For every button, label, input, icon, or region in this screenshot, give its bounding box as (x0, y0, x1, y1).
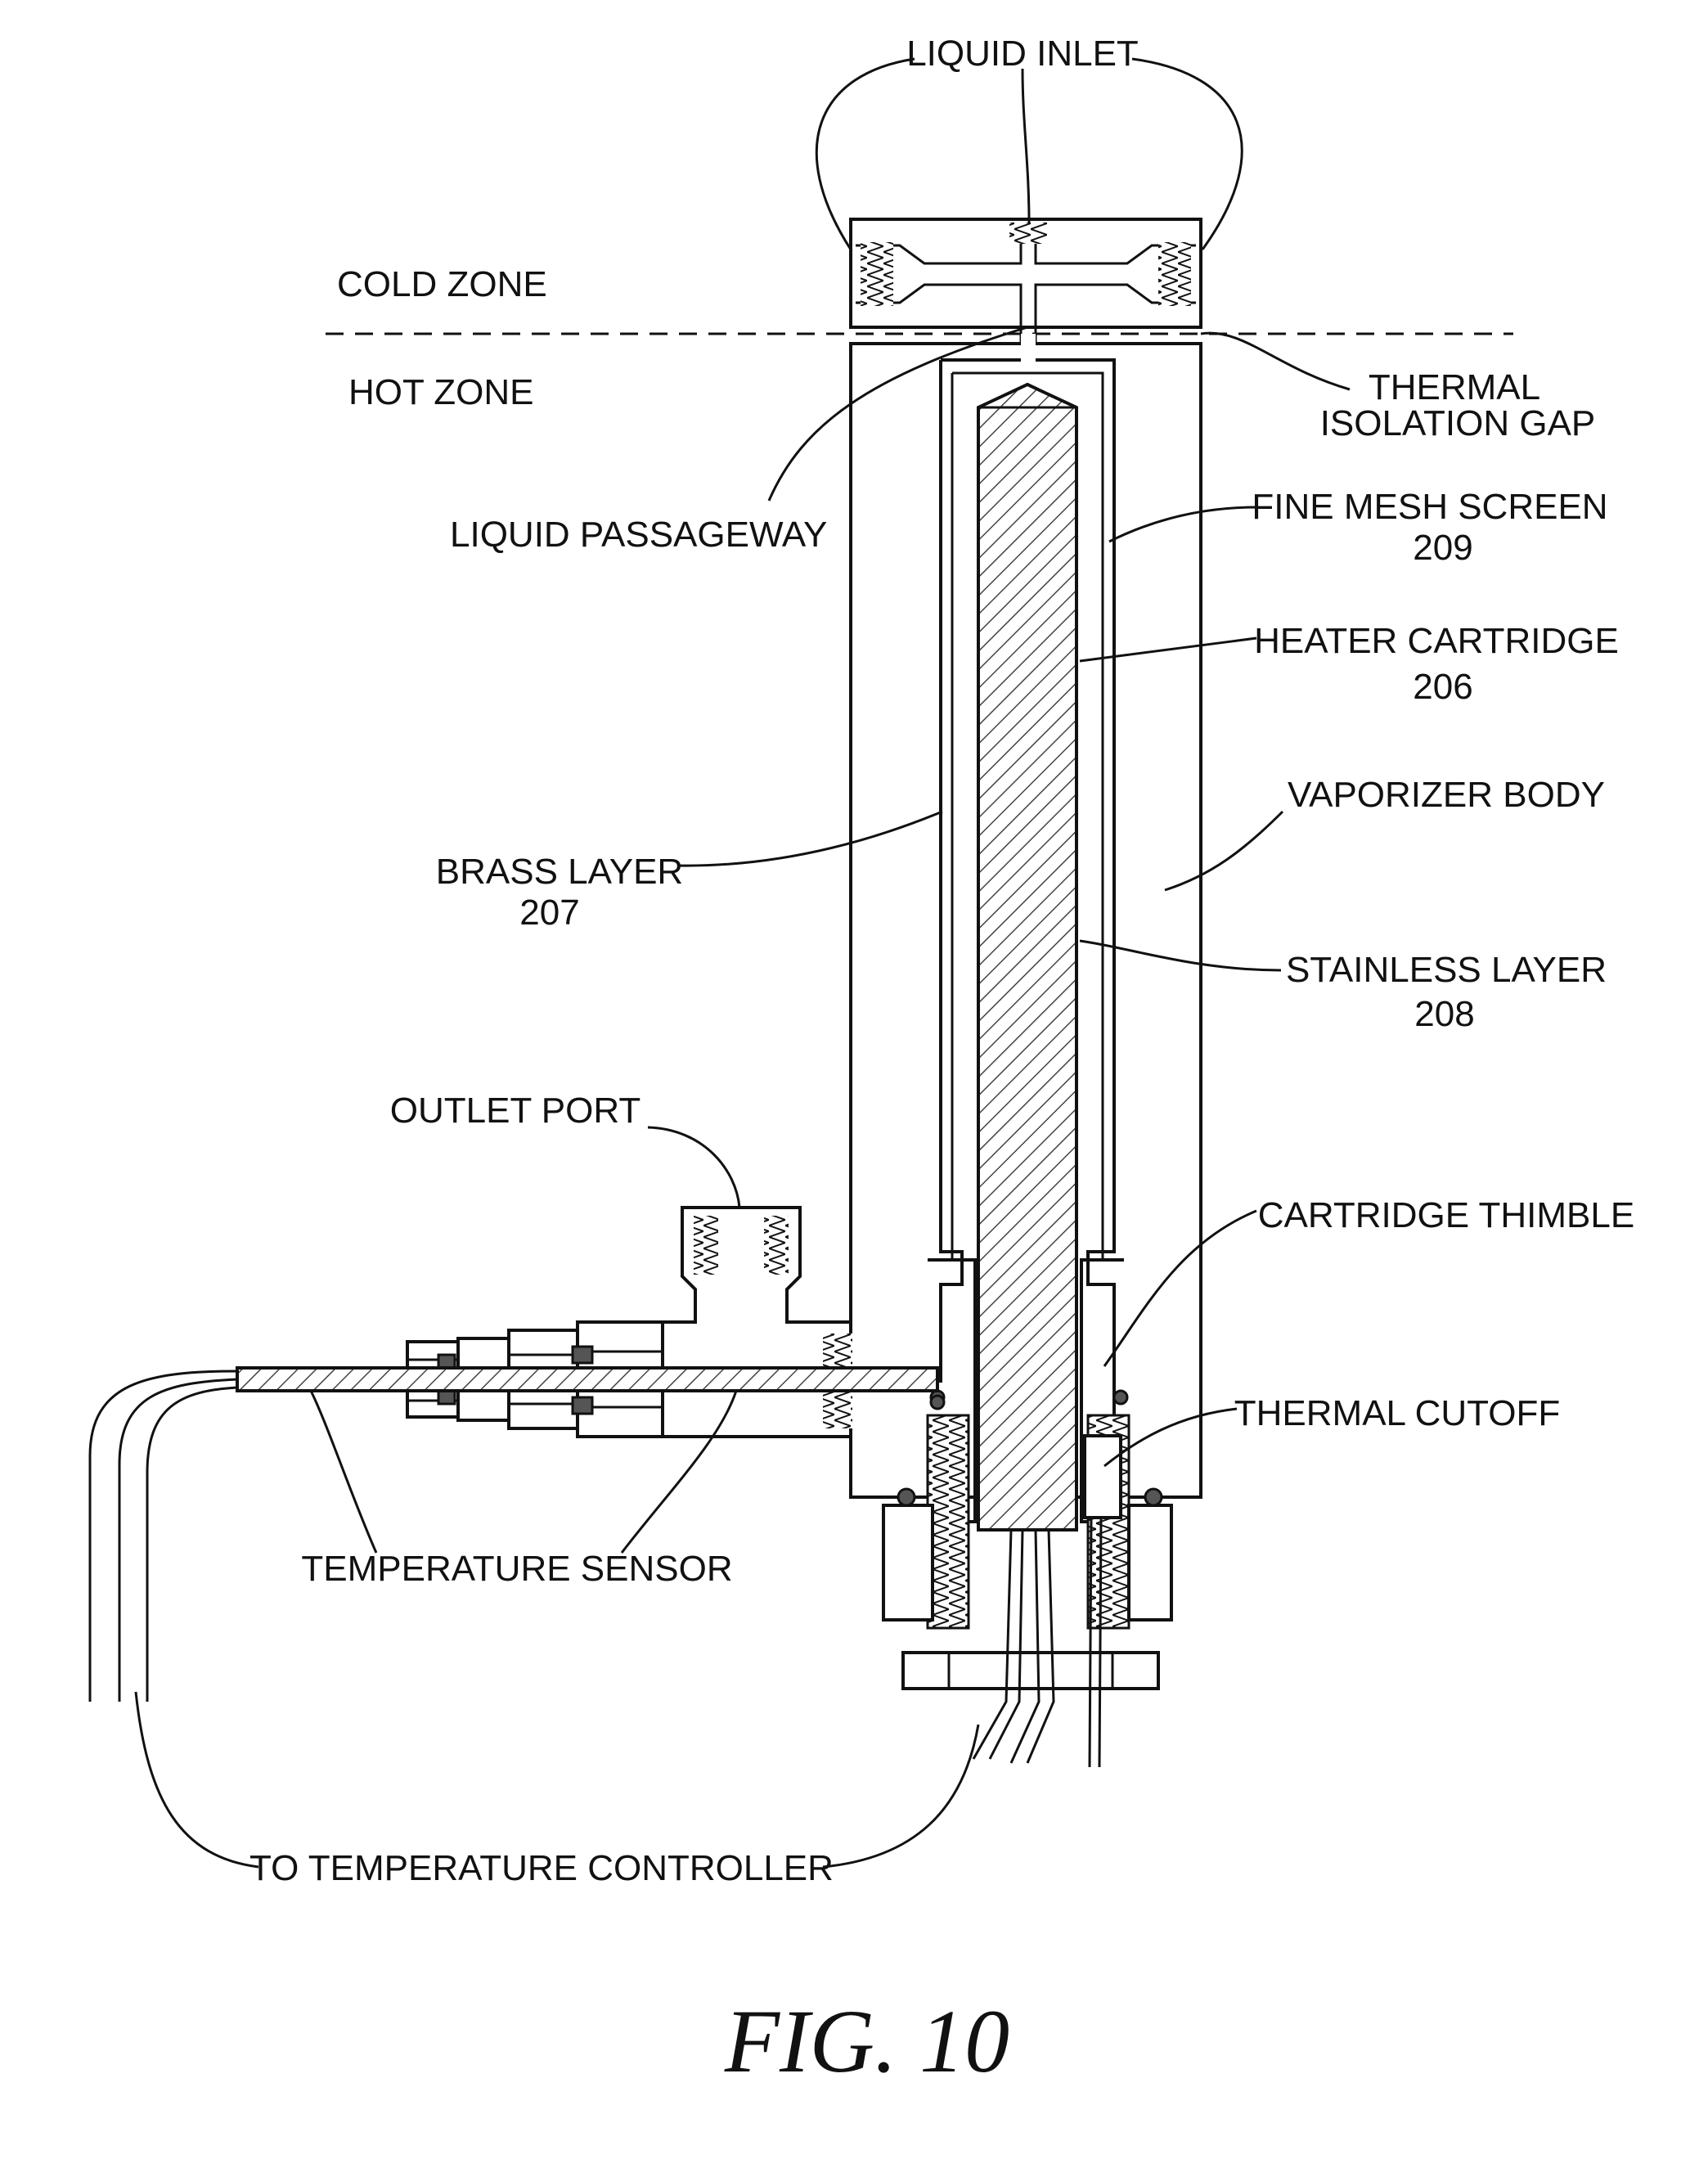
outlet-fitting (407, 1208, 852, 1437)
label-outlet-port: OUTLET PORT (390, 1091, 640, 1131)
temperature-sensor (237, 1368, 937, 1391)
label-heater-cartridge-num: 206 (1413, 667, 1472, 707)
label-fine-mesh-screen-num: 209 (1413, 528, 1472, 568)
label-heater-cartridge: HEATER CARTRIDGE (1254, 621, 1619, 661)
label-liquid-passageway: LIQUID PASSAGEWAY (450, 515, 827, 555)
label-vaporizer-body: VAPORIZER BODY (1288, 775, 1605, 815)
label-temperature-sensor: TEMPERATURE SENSOR (301, 1549, 732, 1589)
label-brass-layer: BRASS LAYER (436, 852, 683, 892)
label-liquid-inlet: LIQUID INLET (906, 34, 1139, 74)
label-thermal-isolation-gap-2: ISOLATION GAP (1320, 403, 1596, 443)
label-hot-zone: HOT ZONE (348, 372, 534, 412)
label-stainless-layer-num: 208 (1414, 994, 1474, 1034)
sensor-wires (90, 1371, 237, 1702)
label-stainless-layer: STAINLESS LAYER (1286, 950, 1607, 990)
label-cold-zone: COLD ZONE (337, 264, 547, 304)
label-thermal-cutoff: THERMAL CUTOFF (1234, 1393, 1560, 1433)
label-brass-layer-num: 207 (519, 893, 579, 933)
cartridge-wires (973, 1518, 1101, 1767)
figure-caption: FIG. 10 (724, 1991, 1009, 2091)
heater-cartridge (978, 385, 1076, 1530)
label-cartridge-thimble: CARTRIDGE THIMBLE (1258, 1195, 1634, 1235)
sensor-seal (931, 1396, 944, 1409)
label-thermal-isolation-gap-1: THERMAL (1369, 367, 1540, 407)
label-fine-mesh-screen: FINE MESH SCREEN (1252, 487, 1607, 527)
label-to-temperature-controller: TO TEMPERATURE CONTROLLER (249, 1848, 834, 1888)
